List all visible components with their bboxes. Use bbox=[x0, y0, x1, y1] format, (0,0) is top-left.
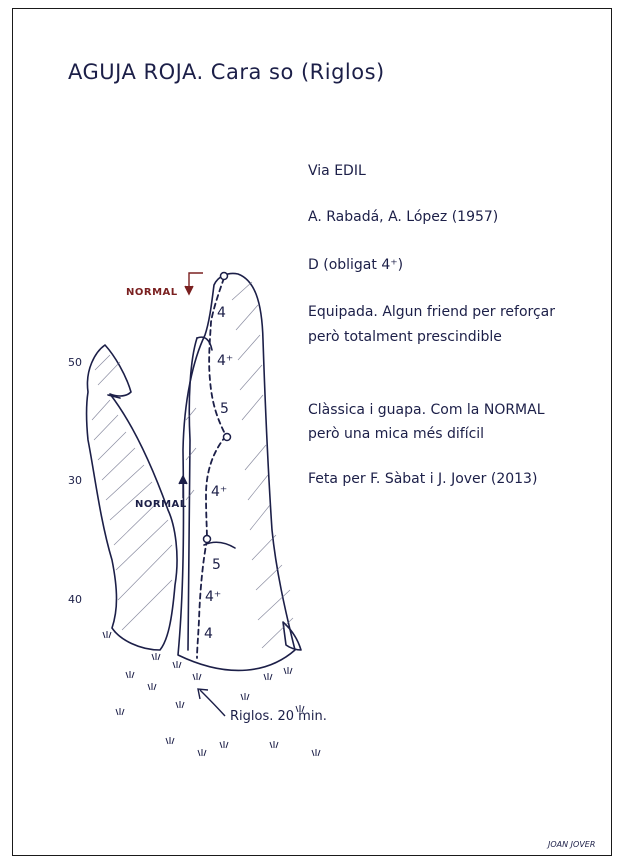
normal-mid-label: NORMAL bbox=[135, 499, 187, 510]
pitch-length-middle: 30 bbox=[68, 474, 82, 487]
page-title: AGUJA ROJA. Cara so (Riglos) bbox=[68, 60, 385, 84]
author-signature: JOAN JOVER bbox=[548, 840, 596, 849]
route-credit: Feta per F. Sàbat i J. Jover (2013) bbox=[308, 471, 538, 487]
pitch-length-upper: 50 bbox=[68, 356, 82, 369]
belay-top bbox=[219, 271, 229, 281]
pitch-grade-4: 4⁺ bbox=[211, 484, 228, 500]
route-description-line2: però una mica més difícil bbox=[308, 426, 485, 442]
route-authors: A. Rabadá, A. López (1957) bbox=[308, 209, 499, 225]
pitch-length-lower: 40 bbox=[68, 593, 82, 606]
right-rock bbox=[282, 621, 302, 651]
route-description-line1: Clàssica i guapa. Com la NORMAL bbox=[308, 402, 545, 418]
pitch-grade-2: 4⁺ bbox=[217, 353, 234, 369]
page-frame bbox=[12, 8, 612, 856]
route-line-upper bbox=[208, 277, 227, 437]
approach-label: Riglos. 20 min. bbox=[230, 709, 327, 724]
pitch-grade-7: 4 bbox=[204, 626, 213, 642]
route-name: Via EDIL bbox=[308, 163, 366, 179]
belay-mid bbox=[222, 432, 232, 442]
pitch-grade-3: 5 bbox=[220, 401, 229, 417]
normal-top-arrow bbox=[188, 272, 203, 292]
normal-top-label: NORMAL bbox=[126, 287, 178, 298]
main-needle bbox=[177, 272, 296, 672]
belay-low bbox=[202, 534, 212, 544]
pitch-grade-6: 4⁺ bbox=[205, 589, 222, 605]
route-equipment-line1: Equipada. Algun friend per reforçar bbox=[308, 304, 556, 320]
route-line-lower bbox=[196, 539, 208, 659]
route-equipment-line2: però totalment prescindible bbox=[308, 329, 502, 345]
pitch-grade-1: 4 bbox=[217, 305, 226, 321]
route-line-mid bbox=[205, 435, 227, 541]
approach-arrow bbox=[199, 689, 226, 717]
grass-tufts bbox=[102, 631, 321, 757]
route-grade: D (obligat 4⁺) bbox=[308, 257, 404, 273]
left-pillar bbox=[85, 344, 178, 651]
pitch-grade-5: 5 bbox=[212, 557, 221, 573]
